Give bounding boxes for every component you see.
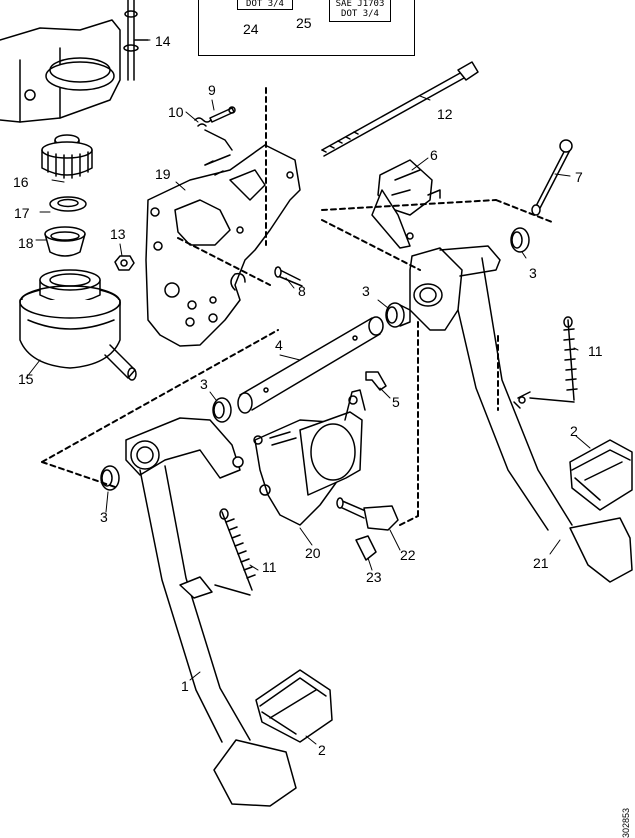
label-3-left: 3 — [200, 376, 208, 392]
label-5: 5 — [392, 394, 400, 410]
dashed-assembly-lines — [41, 87, 553, 526]
part-5-clip — [365, 371, 387, 391]
label-1: 1 — [181, 678, 189, 694]
label-7: 7 — [575, 169, 583, 185]
part-16-cap — [41, 134, 93, 179]
label-10: 10 — [168, 104, 184, 120]
label-8: 8 — [298, 283, 306, 299]
label-6: 6 — [430, 147, 438, 163]
label-25: 25 — [296, 15, 312, 31]
part-11-spring-right — [529, 316, 578, 403]
fluid-spec-inset: DOT 3/4 SAE J1703 DOT 3/4 — [198, 0, 415, 56]
document-id: 302853 — [621, 808, 631, 838]
label-22: 22 — [400, 547, 416, 563]
part-18-strainer — [44, 226, 86, 257]
label-11-left: 11 — [262, 559, 277, 575]
part-2-pad-left — [255, 669, 333, 743]
tag-25-line1: SAE J1703 — [335, 0, 385, 9]
part-3-bushing-d — [100, 465, 120, 491]
tag-25-fluid-spec: SAE J1703 DOT 3/4 — [329, 0, 391, 22]
label-11-right: 11 — [588, 343, 603, 359]
part-19-pedal-bracket — [145, 144, 301, 347]
part-13-nut — [114, 255, 135, 271]
label-3-bottom: 3 — [100, 509, 108, 525]
label-17: 17 — [14, 205, 30, 221]
diagram-drawing — [0, 0, 633, 807]
part-14-bracket — [0, 0, 149, 123]
label-21: 21 — [533, 555, 549, 571]
part-1-clutch-pedal — [125, 417, 297, 807]
label-16: 16 — [13, 174, 29, 190]
part-6-sensor — [371, 159, 441, 249]
label-18: 18 — [18, 235, 34, 251]
label-13: 13 — [110, 226, 126, 242]
part-10-spring — [194, 117, 233, 166]
part-4-shaft — [237, 316, 384, 414]
label-20: 20 — [305, 545, 321, 561]
label-19: 19 — [155, 166, 171, 182]
tag-25-line2: DOT 3/4 — [341, 9, 379, 19]
label-4: 4 — [275, 337, 283, 353]
part-21-brake-pedal — [409, 245, 633, 583]
label-3-right: 3 — [529, 265, 537, 281]
label-12: 12 — [437, 106, 453, 122]
label-3-mid: 3 — [362, 283, 370, 299]
tag-24-dot-spec: DOT 3/4 — [237, 0, 293, 10]
part-7-pushrod — [531, 139, 573, 216]
part-3-bushing-a — [510, 227, 530, 253]
part-8-bolt — [274, 266, 303, 287]
part-3-bushing-b — [385, 302, 411, 328]
part-12-long-bolt — [321, 61, 479, 157]
part-2-pad-right — [569, 439, 633, 511]
label-9: 9 — [208, 82, 216, 98]
label-24: 24 — [243, 21, 259, 37]
part-20-master-cylinder — [253, 389, 366, 526]
label-23: 23 — [366, 569, 382, 585]
label-2-left: 2 — [318, 742, 326, 758]
label-15: 15 — [18, 371, 34, 387]
part-22-plug — [336, 497, 399, 531]
part-11-spring-left — [214, 508, 256, 596]
label-2-right: 2 — [570, 423, 578, 439]
part-17-washer — [49, 196, 87, 212]
leader-lines — [25, 39, 591, 745]
label-14: 14 — [155, 33, 171, 49]
part-3-bushing-c — [212, 397, 232, 423]
part-15-reservoir — [19, 269, 137, 381]
part-23-clip — [355, 535, 377, 561]
